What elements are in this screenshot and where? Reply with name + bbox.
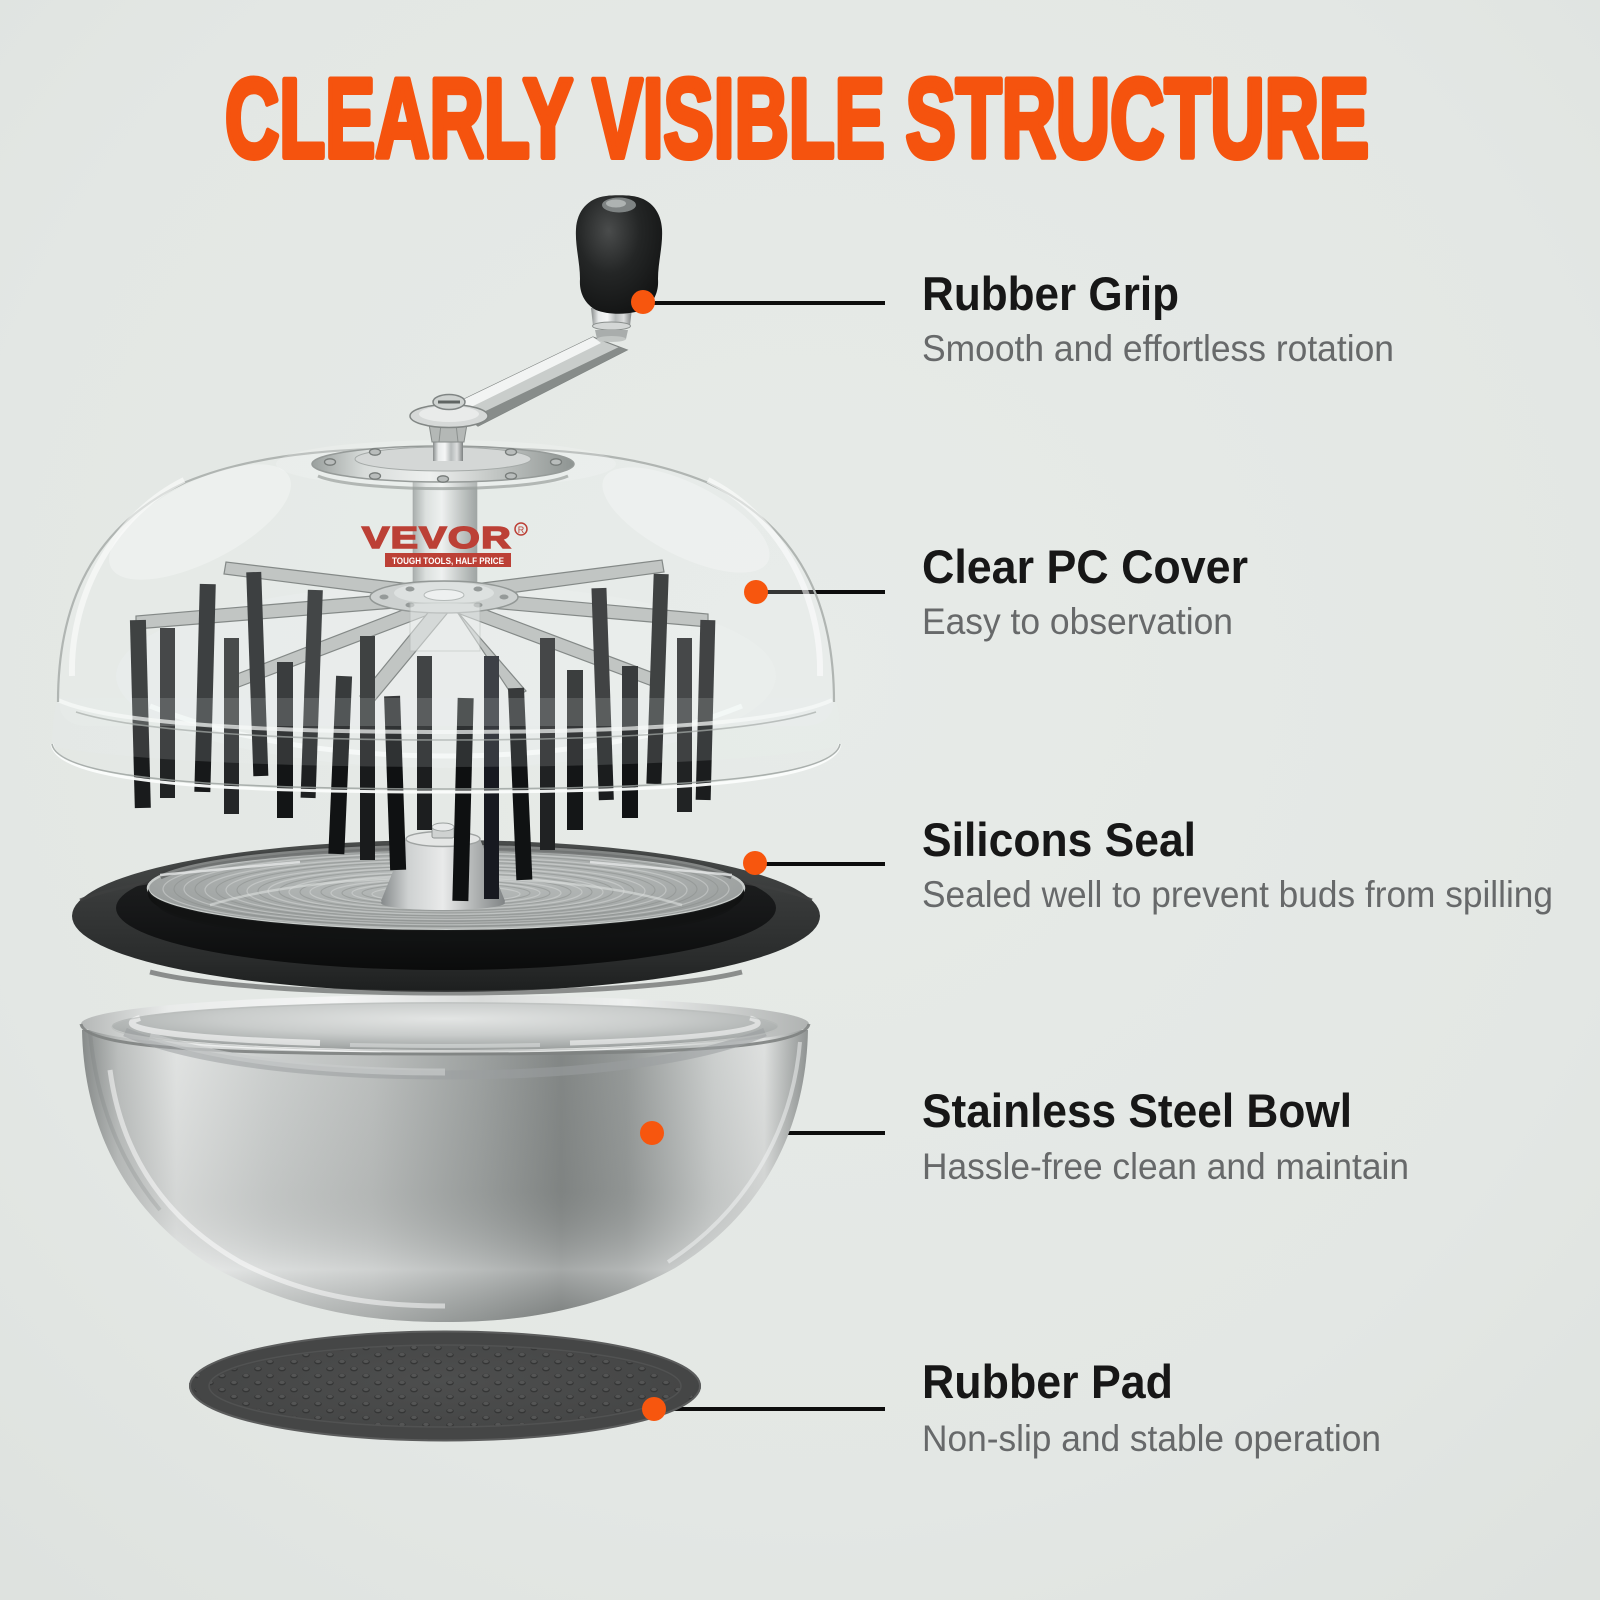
svg-text:TOUGH TOOLS, HALF PRICE: TOUGH TOOLS, HALF PRICE: [392, 556, 504, 567]
svg-text:Clear PC Cover: Clear PC Cover: [922, 540, 1248, 593]
svg-text:Rubber Grip: Rubber Grip: [922, 267, 1179, 320]
svg-text:Hassle-free clean and maintain: Hassle-free clean and maintain: [922, 1146, 1409, 1187]
svg-text:CLEARLY VISIBLE STRUCTURE: CLEARLY VISIBLE STRUCTURE: [225, 56, 1369, 181]
svg-text:VEVOR: VEVOR: [362, 520, 512, 555]
svg-text:Easy to observation: Easy to observation: [922, 601, 1233, 642]
svg-text:R: R: [518, 525, 525, 535]
svg-text:Stainless Steel Bowl: Stainless Steel Bowl: [922, 1084, 1352, 1137]
svg-text:Non-slip and stable operation: Non-slip and stable operation: [922, 1418, 1381, 1459]
svg-text:Silicons Seal: Silicons Seal: [922, 813, 1196, 866]
svg-text:Sealed well to prevent buds fr: Sealed well to prevent buds from spillin…: [922, 874, 1553, 915]
svg-text:Rubber Pad: Rubber Pad: [922, 1355, 1173, 1408]
svg-text:Smooth and effortless rotation: Smooth and effortless rotation: [922, 328, 1394, 369]
